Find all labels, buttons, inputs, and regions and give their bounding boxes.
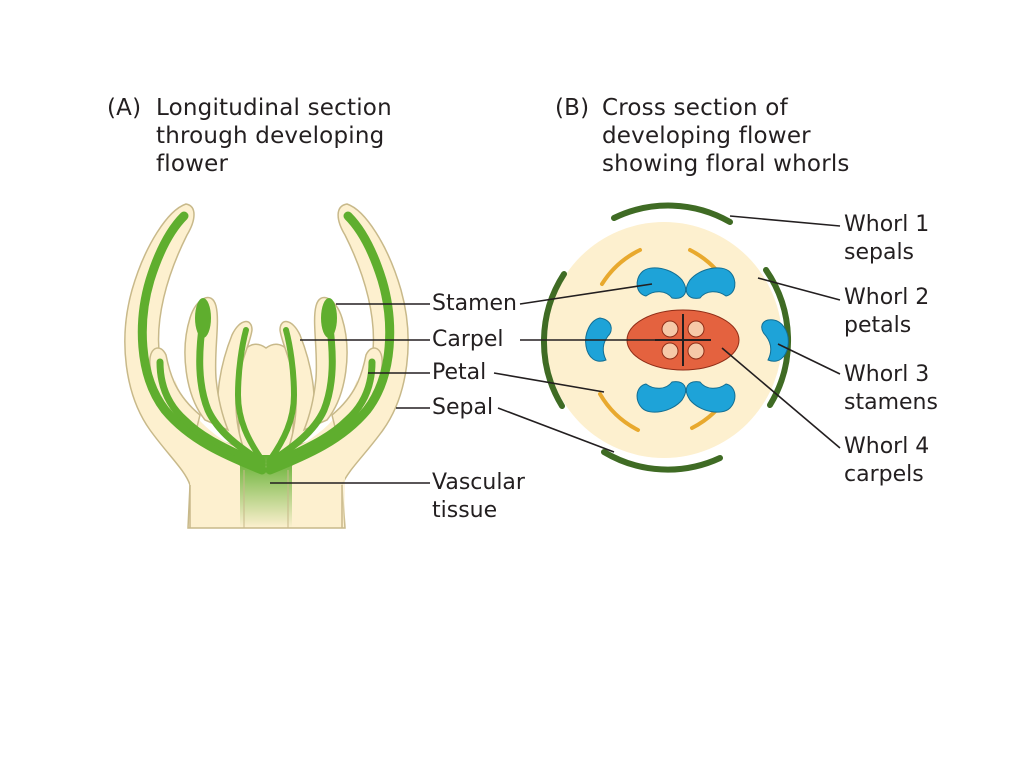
petal-arc-bl xyxy=(598,392,640,432)
cross-section xyxy=(540,202,791,473)
leader-stamen-to-b xyxy=(519,283,653,305)
panel-a-title: (A) Longitudinal section through develop… xyxy=(107,94,392,178)
ovule-1 xyxy=(661,320,679,338)
stamen-top-right xyxy=(685,267,736,299)
vascular-stamen-left xyxy=(196,316,266,466)
panel-a-title-line-3: flower xyxy=(156,151,229,177)
panel-a-title-line-1: Longitudinal section xyxy=(156,95,392,121)
stamen-bottom-right xyxy=(685,381,736,413)
label-whorl-2-organ: petals xyxy=(844,313,912,338)
sepal-arc-top xyxy=(611,202,733,225)
vascular-carpel-right xyxy=(267,327,297,463)
vascular-sepal-left xyxy=(137,211,267,475)
panel-a-tag: (A) xyxy=(107,95,142,121)
label-whorl-1-organ: sepals xyxy=(844,240,915,265)
leader-whorl-2 xyxy=(757,277,841,301)
label-sepal: Sepal xyxy=(432,395,494,420)
leader-whorl-4 xyxy=(721,347,841,449)
vascular-carpel-left xyxy=(235,327,265,463)
label-whorl-1-name: Whorl 1 xyxy=(844,212,930,237)
label-petal: Petal xyxy=(432,360,487,385)
whorl-3-stamens xyxy=(585,267,789,413)
petal-arc-tl xyxy=(600,248,642,286)
panel-b-title: (B) Cross section of developing flower s… xyxy=(555,94,850,178)
longitudinal-section xyxy=(124,203,409,529)
panel-b-title-line-1: Cross section of xyxy=(602,95,788,121)
panel-a-leaders xyxy=(270,303,430,484)
label-stamen: Stamen xyxy=(432,291,517,316)
label-whorl-3-name: Whorl 3 xyxy=(844,362,930,387)
right-anther xyxy=(321,298,337,338)
vascular-trunk xyxy=(240,455,292,528)
label-vascular-line-2: tissue xyxy=(432,498,498,523)
vascular-stamen-right xyxy=(266,316,336,466)
stamen-bottom-left xyxy=(636,381,687,413)
ovule-2 xyxy=(687,320,705,338)
label-whorl-2-name: Whorl 2 xyxy=(844,285,930,310)
cross-leaders-from-a xyxy=(493,283,656,453)
ovule-4 xyxy=(687,342,705,360)
leader-whorl-1 xyxy=(729,215,841,227)
panel-a-title-line-2: through developing xyxy=(156,123,385,149)
panel-b-tag: (B) xyxy=(555,95,590,121)
label-vascular-line-1: Vascular xyxy=(432,470,525,495)
stamen-right xyxy=(761,319,789,362)
leader-whorl-3 xyxy=(777,343,841,375)
label-carpel: Carpel xyxy=(432,327,504,352)
ovule-3 xyxy=(661,342,679,360)
panel-b-title-line-2: developing flower xyxy=(602,123,811,149)
leader-petal-to-b xyxy=(493,372,605,393)
vascular-sepal-right xyxy=(265,211,395,475)
label-whorl-4-organ: carpels xyxy=(844,462,924,487)
left-stamen-tissue xyxy=(184,296,230,432)
vascular-petal-right xyxy=(266,358,376,469)
vascular-petal-left xyxy=(156,358,266,469)
whorl-4-carpels xyxy=(626,309,740,371)
label-whorl-3-organ: stamens xyxy=(844,390,938,415)
leader-sepal-to-b xyxy=(497,407,615,453)
stamen-top-left xyxy=(636,267,687,299)
panel-b-title-line-3: showing floral whorls xyxy=(602,151,850,177)
label-whorl-4-name: Whorl 4 xyxy=(844,434,930,459)
right-stamen-tissue xyxy=(302,296,348,432)
left-anther xyxy=(195,298,211,338)
sepal-arc-bottom xyxy=(601,449,723,473)
vascular-strands xyxy=(137,211,395,475)
panel-b-leaders xyxy=(721,215,841,449)
